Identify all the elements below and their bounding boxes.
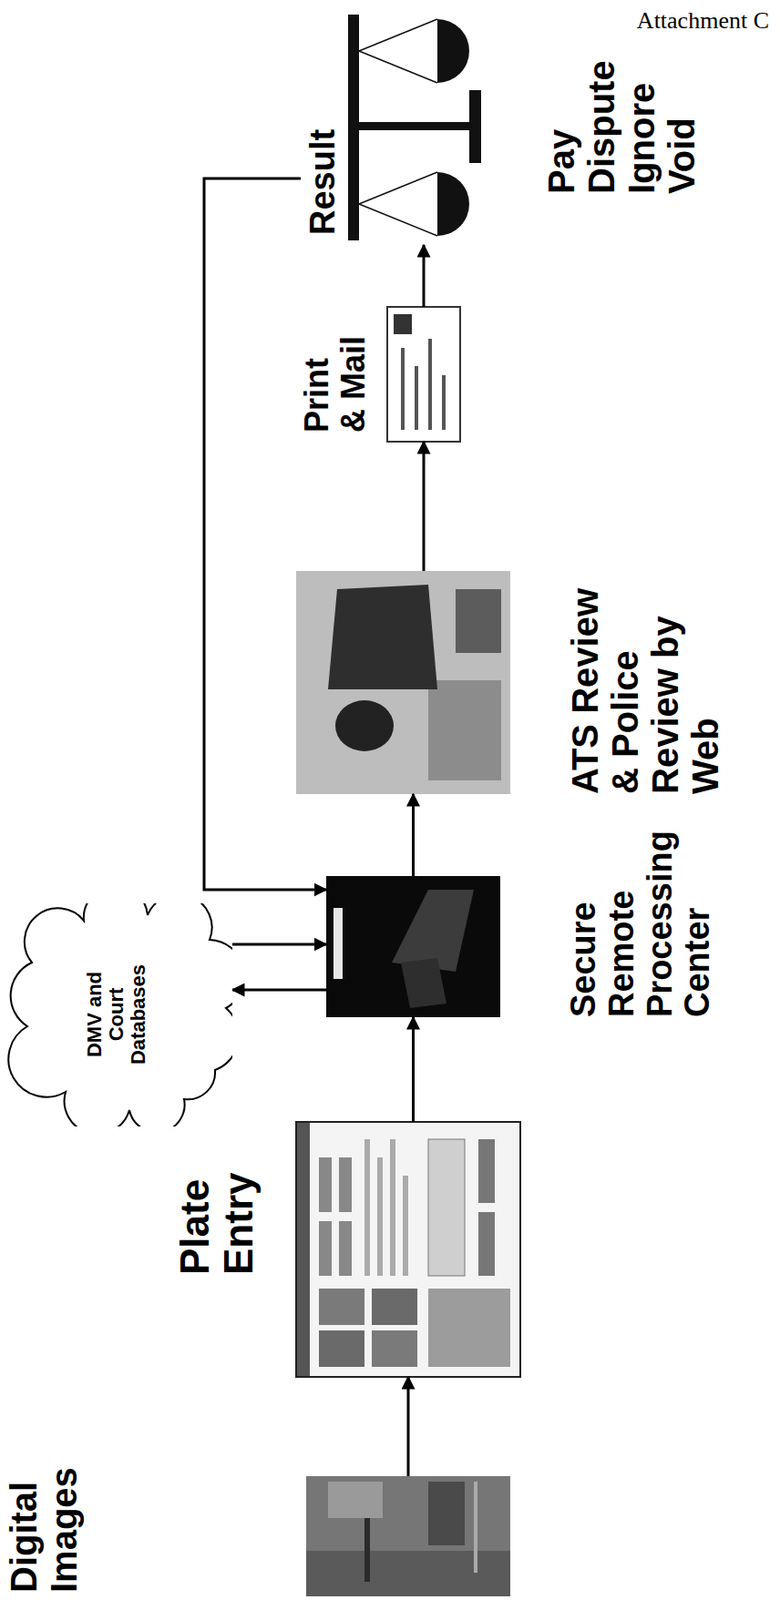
flow-arrow <box>232 944 327 947</box>
node-label: Secure Remote Processing Center <box>564 831 718 1018</box>
scale-pan <box>437 19 470 83</box>
screen-titlebar <box>297 1123 310 1377</box>
photo-building <box>328 1482 383 1519</box>
processing-center-picture <box>326 876 501 1018</box>
person-body <box>328 585 438 690</box>
mail-line <box>400 348 405 431</box>
screen-button <box>338 1158 352 1213</box>
flow-arrow <box>407 1377 411 1478</box>
monitor <box>455 589 502 654</box>
photo-ground <box>306 1477 511 1598</box>
attachment-note: Attachment C <box>636 7 770 35</box>
notes-area: Attachment C <box>636 7 770 35</box>
scale-beam <box>348 14 360 241</box>
image-node: ATS Review & Police Review by Web <box>296 571 511 795</box>
photo-car <box>428 1482 465 1547</box>
image-node: Print & Mail <box>387 307 461 442</box>
mail-card <box>387 307 461 442</box>
node-label: DMV and Court Databases <box>83 959 151 1071</box>
flow-arrow <box>422 245 426 308</box>
node-label: ATS Review & Police Review by Web <box>564 575 726 795</box>
flow-arrow <box>232 989 327 993</box>
screen-frame <box>296 1122 521 1378</box>
screen-button <box>478 1212 495 1277</box>
image-node: Secure Remote Processing Center <box>326 876 501 1018</box>
image-node: Plate Entry <box>296 1122 521 1378</box>
screen-text-line <box>390 1139 396 1277</box>
review-photo <box>296 571 511 795</box>
screen-text-line <box>364 1139 370 1277</box>
cloud-shape <box>8 903 233 1128</box>
screen-button <box>478 1139 495 1204</box>
photo-line <box>473 1482 478 1574</box>
mail-stamp <box>393 314 412 335</box>
mail-line <box>414 366 419 431</box>
flow-arrow <box>411 794 415 877</box>
screen-button <box>318 1221 332 1277</box>
street-photo <box>306 1477 511 1598</box>
mail-line <box>428 338 432 431</box>
screen-thumb <box>318 1331 365 1368</box>
scales-symbol <box>348 14 482 241</box>
scale-pan <box>437 172 470 237</box>
screen-text-line <box>377 1158 383 1277</box>
node-label: Plate Entry <box>173 1173 262 1276</box>
plate-entry-screen <box>296 1122 521 1378</box>
flow-arrow <box>422 441 426 572</box>
screen-photo <box>428 1289 511 1368</box>
mail-line <box>441 375 446 431</box>
scale-strings <box>359 19 438 83</box>
node-sublabel: Pay Dispute Ignore Void <box>541 60 702 195</box>
dark-photo-bar <box>333 908 343 980</box>
scales-node: ResultPay Dispute Ignore Void <box>300 10 483 246</box>
screen-field <box>428 1139 465 1277</box>
image-node: Digital Images <box>306 1477 511 1598</box>
screen-thumb <box>318 1289 365 1326</box>
dark-photo <box>326 876 501 1018</box>
photo-shade <box>306 1551 511 1598</box>
database-cloud: DMV and Court Databases <box>1 903 233 1128</box>
photo-desk <box>428 680 502 781</box>
screen-button <box>318 1158 332 1213</box>
node-label: Result <box>304 129 343 236</box>
dark-photo-figure <box>400 958 447 1009</box>
photo-ground <box>296 571 511 795</box>
screen-thumb <box>371 1289 418 1326</box>
person-head <box>335 700 394 752</box>
mail-icon <box>387 307 461 442</box>
node-label: Print & Mail <box>298 330 371 433</box>
screen-button <box>338 1221 352 1277</box>
scale-post <box>359 122 471 131</box>
screen-thumb <box>371 1331 418 1368</box>
scale-base <box>469 90 482 164</box>
screen-text-line <box>402 1176 409 1277</box>
scale-strings <box>359 172 438 237</box>
node-label: Digital Images <box>3 1467 84 1594</box>
flow-arrow <box>411 1017 415 1123</box>
flow-arrow <box>204 178 327 891</box>
